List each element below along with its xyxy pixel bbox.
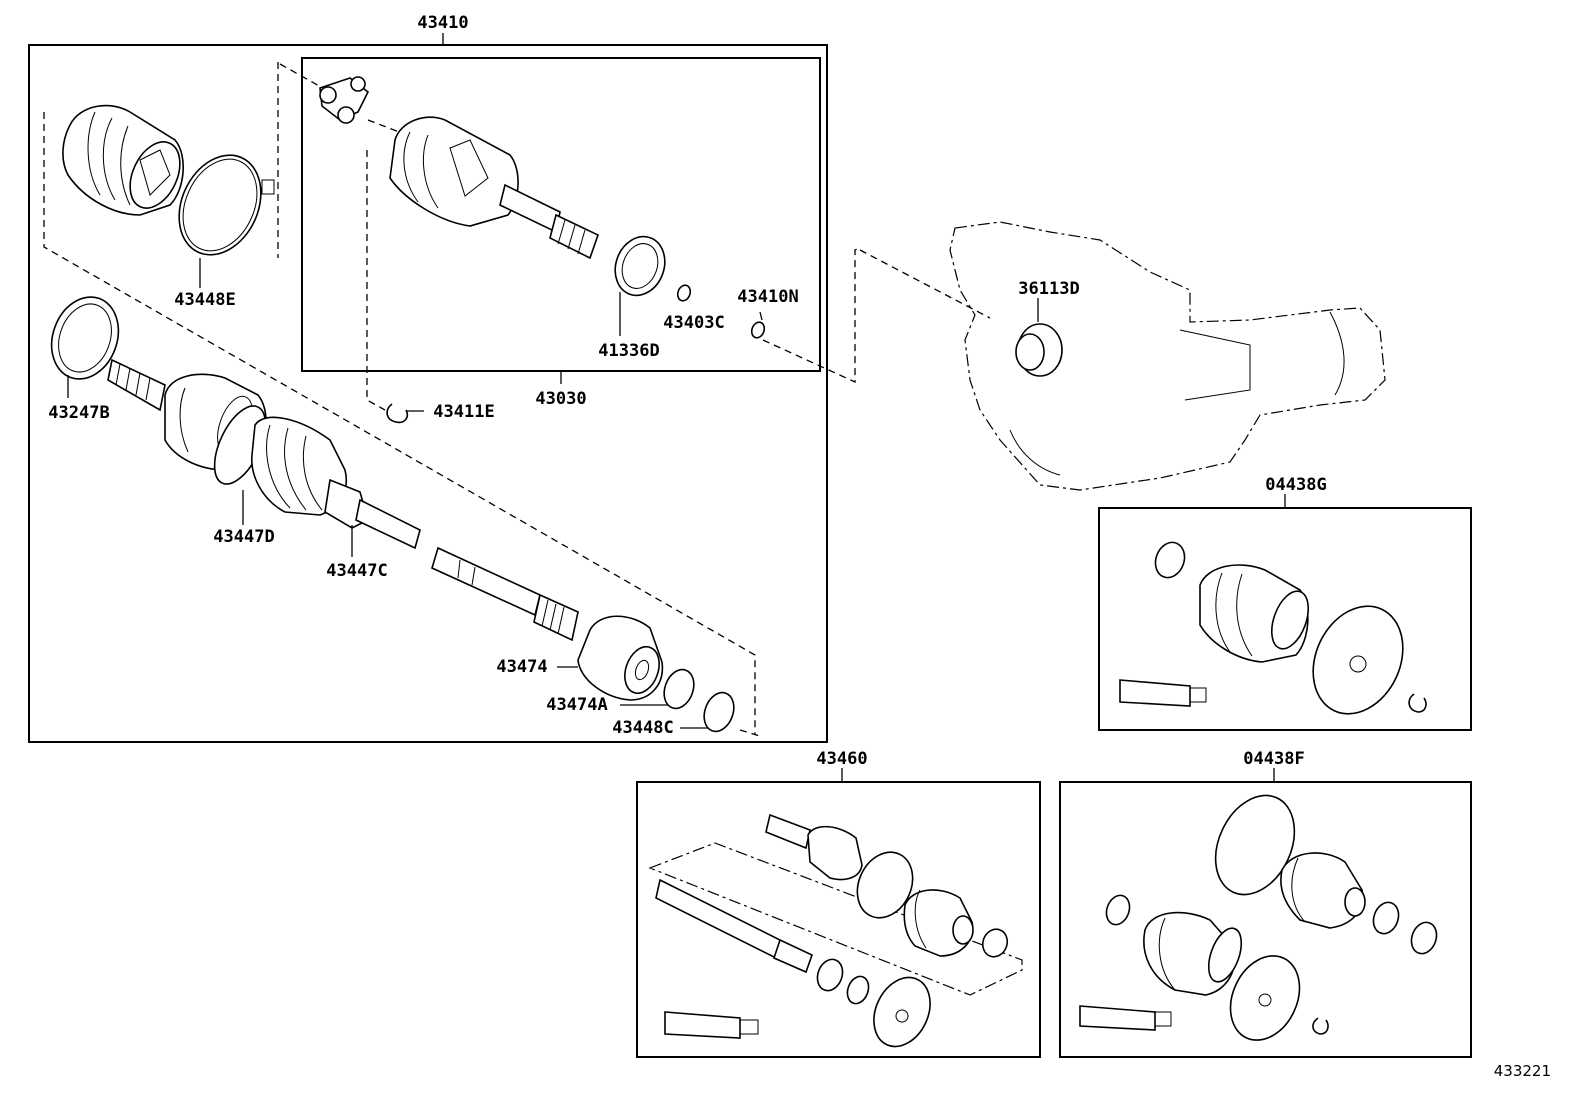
label-43403C: 43403C (663, 313, 724, 333)
label-43030: 43030 (535, 389, 586, 409)
label-43474A: 43474A (546, 695, 607, 715)
boot-kit-04438G-icon (1119, 541, 1427, 715)
boot-kit-04438F-icon (1079, 794, 1438, 1041)
label-43448E: 43448E (174, 290, 235, 310)
drive-shaft-assembly-icon (107, 358, 579, 642)
snap-ring-43410N-icon (750, 311, 766, 339)
boot-43448E-icon (62, 104, 185, 216)
label-43447D: 43447D (213, 527, 274, 547)
label-41336D: 41336D (598, 341, 659, 361)
label-43460: 43460 (816, 749, 867, 769)
dynamic-damper-43474-icon (557, 615, 664, 701)
box-43030 (301, 57, 821, 372)
clamp-band-large-icon (178, 154, 262, 288)
snap-ring-43403C-icon (676, 284, 692, 302)
ring-43247B-icon (50, 296, 120, 398)
transaxle-icon (949, 221, 1386, 491)
box-43410 (28, 44, 828, 743)
label-43411E: 43411E (433, 402, 494, 422)
snap-ring-43411E-icon (386, 403, 424, 424)
figure-number: 433221 (1494, 1062, 1551, 1080)
clamp-43448C-icon (680, 691, 735, 733)
tripod-spider-icon (319, 76, 370, 124)
label-43447C: 43447C (326, 561, 387, 581)
label-04438F: 04438F (1243, 749, 1304, 769)
box-43460 (636, 781, 1041, 1058)
label-36113D: 36113D (1018, 279, 1079, 299)
label-43247B: 43247B (48, 403, 109, 423)
outer-joint-kit-43460-icon (648, 813, 1023, 1048)
label-43474: 43474 (496, 657, 547, 677)
oil-seal-36113D-icon (1015, 298, 1063, 377)
label-04438G: 04438G (1265, 475, 1326, 495)
label-43410N: 43410N (737, 287, 798, 307)
clamp-43474A-icon (620, 668, 695, 710)
box-04438F (1059, 781, 1472, 1058)
inner-joint-housing-icon (389, 116, 599, 260)
label-43448C: 43448C (612, 718, 673, 738)
seal-41336D-icon (614, 235, 666, 336)
label-43410: 43410 (417, 13, 468, 33)
